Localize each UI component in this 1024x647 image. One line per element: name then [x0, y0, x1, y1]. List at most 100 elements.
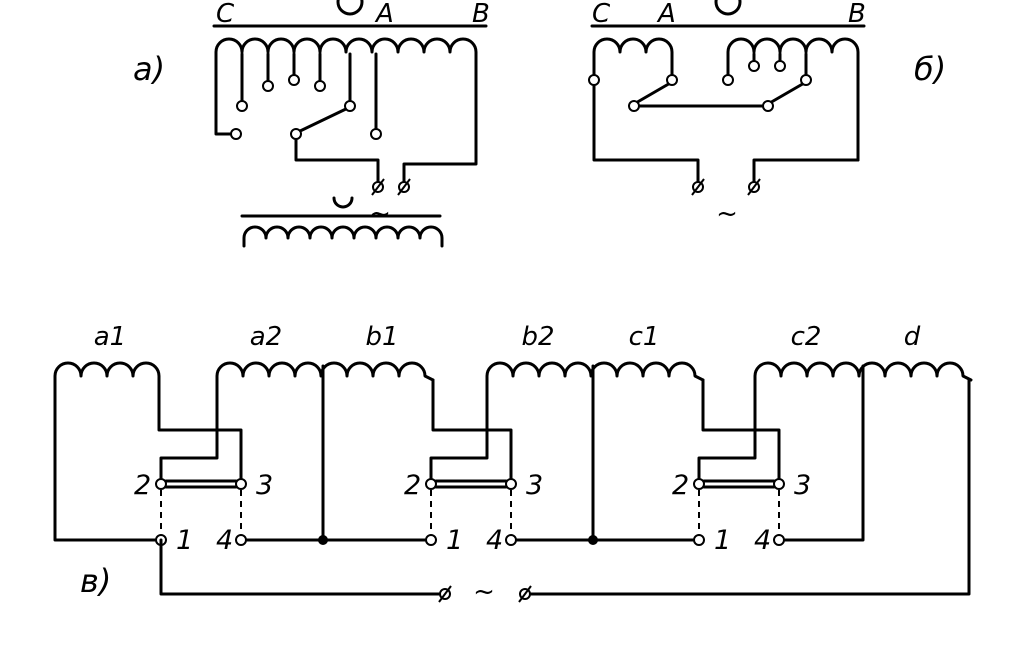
tap-label-b-b: B: [848, 0, 866, 29]
terminal-b-switch-right: [762, 100, 774, 112]
output-wire-right-a: [402, 56, 478, 184]
winding-a1: [53, 361, 161, 382]
terminal-b-tap2: [774, 60, 786, 72]
diagram-label-a: а): [133, 50, 165, 88]
switch-terminal: [773, 478, 785, 490]
terminal-a: [370, 128, 382, 140]
terminal-3: [288, 74, 300, 86]
core-ring-b: [714, 0, 742, 16]
output-wire-left-a: [294, 132, 380, 184]
winding-a2-b1: [215, 361, 435, 382]
output-terminal-left-a: [371, 178, 385, 196]
switch-terminal: [693, 534, 705, 546]
tap-label-b-a: B: [472, 0, 490, 29]
switch-wire: [697, 378, 757, 486]
winding-a-coil: [214, 37, 478, 60]
switch-terminal: [425, 534, 437, 546]
tap-switch-b-right: [766, 80, 808, 106]
switch-wire: [53, 378, 162, 542]
winding-label-c2: c2: [791, 322, 822, 352]
supply-terminal-right: [518, 585, 532, 603]
terminal-number-label: 4: [486, 525, 503, 556]
tap-label-c-a: C: [216, 0, 235, 29]
terminal-b-c: [588, 74, 600, 86]
output-terminal-right-a: [397, 178, 411, 196]
supply-wire-right: [528, 378, 971, 596]
diagram-a: ~ C A B а): [133, 0, 490, 248]
terminal-number-label: 2: [134, 470, 151, 501]
terminal-switch: [290, 128, 302, 140]
terminal-b-switch-left: [628, 100, 640, 112]
switch-wire: [431, 378, 513, 486]
winding-label-c1: c1: [629, 322, 660, 352]
terminal-b-tap1: [748, 60, 760, 72]
diagram-label-c: в): [80, 562, 111, 600]
output-terminal-part: [397, 178, 411, 196]
winding-label-b1: b1: [365, 322, 398, 352]
tap-label-c-b: C: [592, 0, 611, 29]
tap-label-a-b: A: [656, 0, 676, 29]
output-wire-right-b: [752, 158, 860, 184]
terminal-number-label: 1: [176, 525, 193, 556]
switch-terminal: [505, 534, 517, 546]
terminal-c: [230, 128, 242, 140]
winding-b-left-coil: [592, 37, 674, 82]
switch-terminal: [505, 478, 517, 490]
switch-wire: [159, 378, 219, 486]
output-terminal-part: [371, 178, 385, 196]
winding-b2-c1: [485, 361, 705, 382]
output-terminal-part: [438, 585, 452, 603]
output-terminal-part: [518, 585, 532, 603]
winding-c2-d: [753, 361, 973, 382]
terminal-b-tap0: [722, 74, 734, 86]
output-terminal-right-b: [747, 178, 761, 196]
switch-terminal: [235, 534, 247, 546]
terminal-number-label: 3: [256, 470, 273, 501]
output-terminal-part: [747, 178, 761, 196]
terminal-2: [262, 80, 274, 92]
tap-wire-c: [214, 56, 238, 136]
tap-switch-b-left: [632, 80, 674, 106]
winding-label-a1: a1: [94, 322, 126, 352]
switch-terminal: [155, 478, 167, 490]
terminal-1: [236, 100, 248, 112]
terminal-4: [314, 80, 326, 92]
terminal-number-label: 2: [672, 470, 689, 501]
output-terminal-left-b: [691, 178, 705, 196]
supply-symbol-c: ~: [473, 577, 495, 607]
terminal-number-label: 4: [216, 525, 233, 556]
switch-wire: [429, 378, 489, 486]
terminal-b-a: [666, 74, 678, 86]
switch-wire: [701, 378, 781, 486]
diagram-b: ~ C A B б): [588, 0, 946, 229]
winding-label-d: d: [904, 322, 921, 352]
supply-terminal-left: [438, 585, 452, 603]
supply-symbol-a: ~: [369, 199, 391, 229]
diagram-label-b: б): [914, 50, 946, 88]
output-terminal-part: [691, 178, 705, 196]
winding-label-a2: a2: [250, 322, 282, 352]
terminal-b-tap3: [800, 74, 812, 86]
terminal-number-label: 3: [526, 470, 543, 501]
winding-b-right-coil: [726, 37, 860, 162]
tap-switch-a: [296, 106, 350, 134]
terminal-number-label: 3: [794, 470, 811, 501]
core-ring-lower-a: [332, 196, 354, 209]
terminal-number-label: 1: [714, 525, 731, 556]
terminal-number-label: 2: [404, 470, 421, 501]
terminal-number-label: 4: [754, 525, 771, 556]
switch-wire: [777, 364, 865, 542]
winding-label-b2: b2: [521, 322, 554, 352]
supply-wire-left: [159, 538, 442, 596]
switch-terminal: [773, 534, 785, 546]
supply-symbol-b: ~: [716, 199, 738, 229]
switch-section-1: 2 3 1 4: [53, 378, 325, 556]
tap-label-a-a: A: [374, 0, 394, 29]
switch-section-3: 2 3 1 4: [591, 364, 865, 556]
switch-terminal: [235, 478, 247, 490]
secondary-winding-coil-a: [242, 225, 444, 248]
diagram-c: 2 3 1 4 2 3 1 4: [53, 322, 973, 607]
output-wire-left-b: [592, 78, 700, 184]
